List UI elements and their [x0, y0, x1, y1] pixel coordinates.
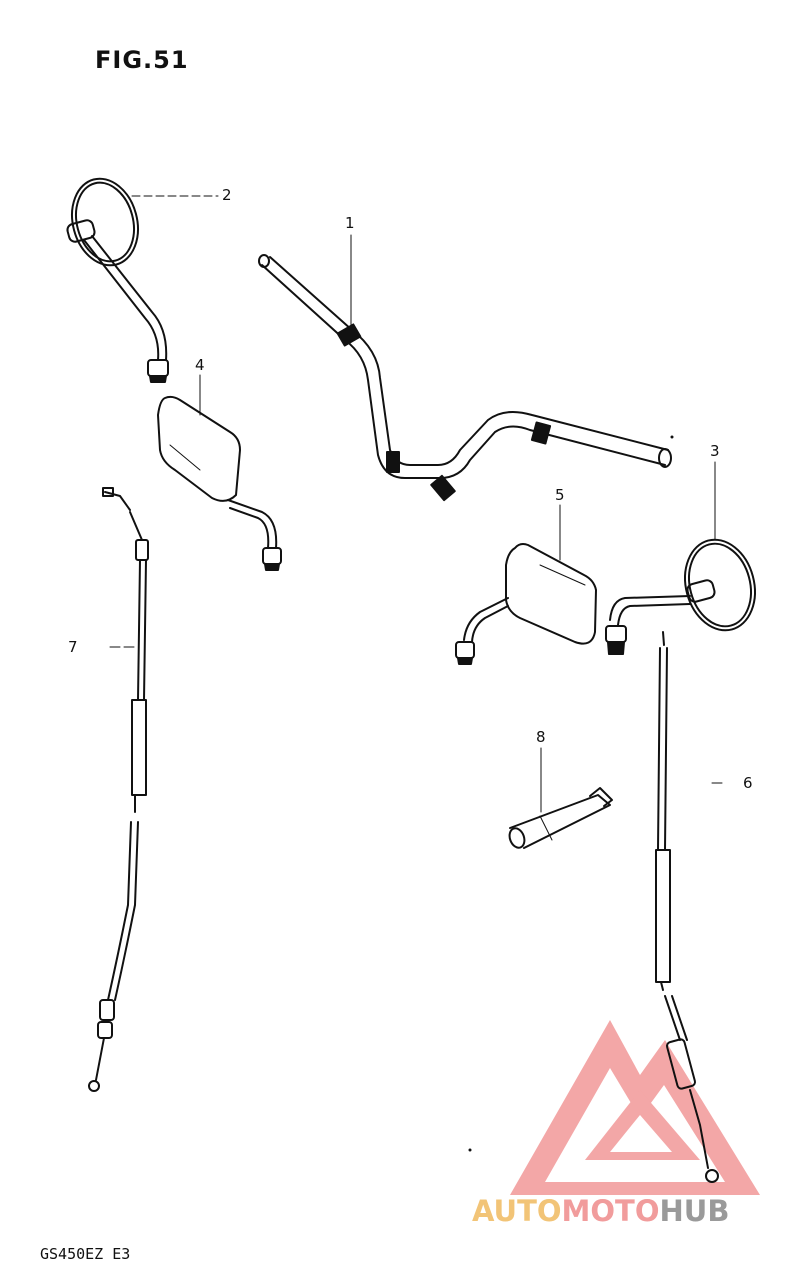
mirror-rect-right	[455, 543, 597, 665]
figure-title: FIG.51	[95, 46, 189, 74]
watermark-hub: HUB	[659, 1194, 730, 1228]
handlebar	[258, 254, 672, 502]
callout-3: 3	[710, 442, 720, 460]
watermark-text: AUTOMOTOHUB	[472, 1194, 729, 1228]
small-pipe	[508, 787, 613, 849]
watermark-logo-icon	[510, 1020, 760, 1195]
cable-right	[655, 631, 719, 1183]
callout-6: 6	[743, 774, 753, 792]
model-label: GS450EZ E3	[40, 1245, 131, 1263]
callout-8: 8	[536, 728, 546, 746]
callout-5: 5	[555, 486, 565, 504]
callout-7: 7	[68, 638, 78, 656]
callout-4: 4	[195, 356, 205, 374]
watermark-moto: MOTO	[561, 1194, 660, 1228]
mirror-round-left	[66, 177, 169, 383]
mirror-rect-left	[157, 395, 282, 571]
cable-left	[88, 487, 149, 1092]
watermark-auto: AUTO	[472, 1194, 562, 1228]
callout-2: 2	[222, 186, 232, 204]
mirror-round-right	[605, 538, 756, 655]
leader-lines	[109, 195, 723, 813]
callout-1: 1	[345, 214, 355, 232]
